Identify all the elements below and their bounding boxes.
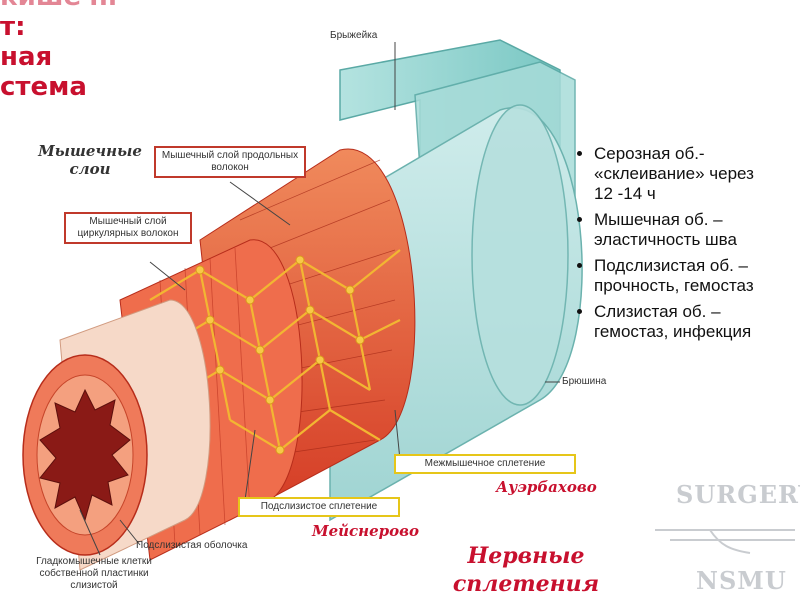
bullet-list: Серозная об.- «склеивание» через 12 -14 … bbox=[572, 144, 772, 342]
title-line-4: стема bbox=[0, 72, 87, 102]
label-mesentery: Брыжейка bbox=[330, 30, 378, 41]
label-auerbach: Ауэрбахово bbox=[496, 478, 597, 496]
bullet-item: Серозная об.- «склеивание» через 12 -14 … bbox=[594, 144, 772, 204]
label-nerve-plexuses: Нервные сплетения bbox=[452, 543, 600, 597]
label-submucosal-plexus: Подслизистое сплетение bbox=[238, 497, 400, 517]
title-line-3: ная bbox=[0, 42, 53, 72]
watermark-emblem-icon bbox=[655, 529, 795, 554]
watermark-surgery: SURGERY bbox=[676, 480, 800, 509]
bullet-item: Мышечная об. – эластичность шва bbox=[594, 210, 772, 250]
label-longitudinal-muscle: Мышечный слой продольных волокон bbox=[154, 146, 306, 178]
bullet-list-panel: Серозная об.- «склеивание» через 12 -14 … bbox=[572, 144, 772, 348]
title-fragment: кишечн т: ная стема bbox=[0, 0, 117, 102]
label-muscle-layers: Мышечные слои bbox=[38, 142, 142, 178]
leader-lines bbox=[79, 42, 560, 556]
bullet-item: Слизистая об. – гемостаз, инфекция bbox=[594, 302, 772, 342]
nerve-ganglia bbox=[195, 255, 365, 455]
title-line-1: кишечн bbox=[0, 0, 117, 12]
bullet-item: Подслизистая об. – прочность, гемостаз bbox=[594, 256, 772, 296]
label-submucosa: Подслизистая оболочка bbox=[136, 540, 248, 551]
label-circular-muscle: Мышечный слой циркулярных волокон bbox=[64, 212, 192, 244]
title-line-2: т: bbox=[0, 12, 26, 42]
label-serosa: Брюшина bbox=[562, 376, 607, 387]
mucosa-cross-section bbox=[22, 354, 148, 556]
label-lamina-propria: Гладкомышечные клетки собственной пласти… bbox=[36, 556, 152, 591]
label-meissner: Мейснерово bbox=[312, 522, 420, 540]
watermark-nsmu: NSMU bbox=[696, 566, 787, 595]
label-myenteric-plexus: Межмышечное сплетение bbox=[394, 454, 576, 474]
